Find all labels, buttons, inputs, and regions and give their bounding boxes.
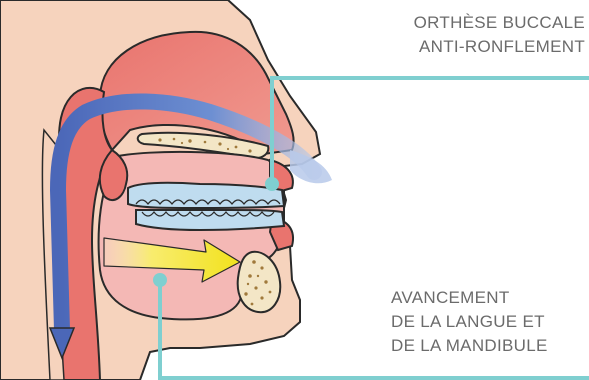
label-oral-appliance-line-2: ANTI-RONFLEMENT xyxy=(414,35,585,59)
label-advancement-line-1: AVANCEMENT xyxy=(391,286,548,310)
label-advancement-line-2: DE LA LANGUE ET xyxy=(391,310,548,334)
appliance-upper-tray xyxy=(128,183,284,208)
label-advancement: AVANCEMENT DE LA LANGUE ET DE LA MANDIBU… xyxy=(391,286,548,358)
label-advancement-line-3: DE LA MANDIBULE xyxy=(391,334,548,358)
label-oral-appliance-line-1: ORTHÈSE BUCCALE xyxy=(414,11,585,35)
label-oral-appliance: ORTHÈSE BUCCALE ANTI-RONFLEMENT xyxy=(414,11,585,59)
